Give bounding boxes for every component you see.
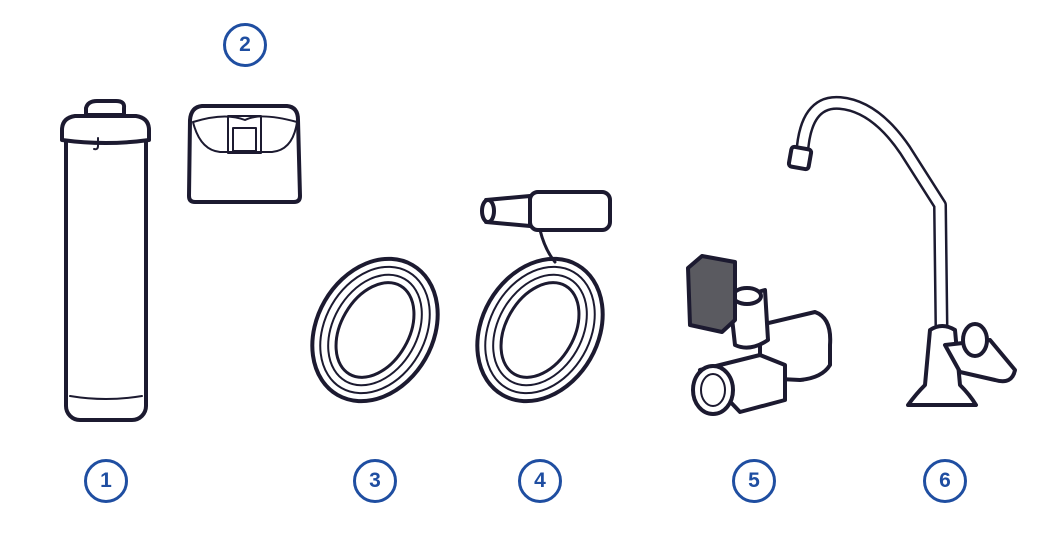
part-number-badge-2: 2 bbox=[223, 23, 267, 67]
tubing-coil-icon bbox=[310, 256, 440, 404]
part-number-badge-4: 4 bbox=[518, 459, 562, 503]
filter-cartridge-icon bbox=[60, 99, 151, 422]
tubing-with-connector-icon bbox=[475, 190, 612, 404]
part-number-badge-3: 3 bbox=[353, 459, 397, 503]
part-number-badge-5: 5 bbox=[732, 459, 776, 503]
faucet-icon bbox=[786, 95, 1017, 407]
feed-valve-icon bbox=[686, 254, 833, 416]
part-number-badge-6: 6 bbox=[923, 459, 967, 503]
filter-cap-icon bbox=[187, 104, 302, 204]
part-number-badge-1: 1 bbox=[84, 459, 128, 503]
